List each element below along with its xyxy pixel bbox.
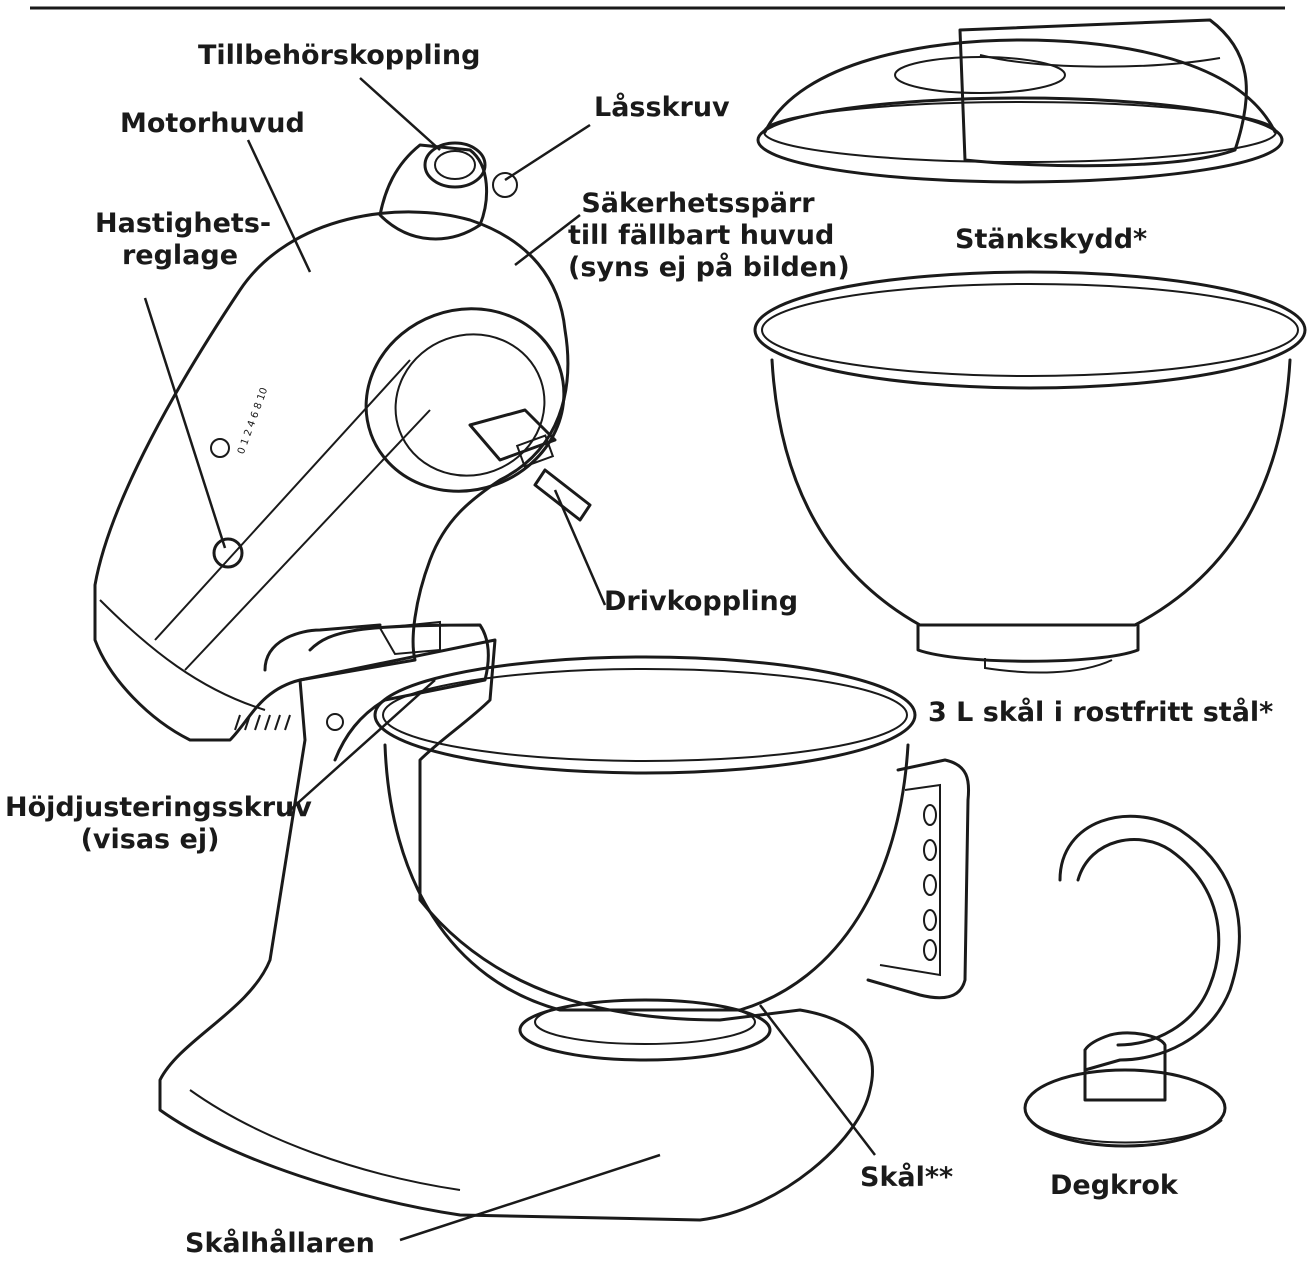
label-bowl-holder: Skålhållaren	[185, 1228, 375, 1259]
label-head-lock-line1: Säkerhetsspärr	[581, 188, 815, 219]
label-splash-guard: Stänkskydd*	[955, 224, 1148, 255]
splash-guard-drawing	[756, 18, 1284, 184]
label-drive-hub: Drivkoppling	[604, 586, 799, 617]
steel-bowl-drawing	[753, 270, 1307, 674]
label-height-screw-line2: (visas ej)	[80, 824, 220, 855]
label-bowl: Skål**	[860, 1162, 954, 1193]
label-locking-screw: Låsskruv	[594, 92, 730, 123]
label-head-lock: Säkerhetsspärr till fällbart huvud (syns…	[568, 188, 850, 284]
label-head-lock-line3: (syns ej på bilden)	[568, 252, 850, 283]
label-steel-bowl: 3 L skål i rostfritt stål*	[928, 697, 1274, 728]
label-height-screw: Höjdjusteringsskruv (visas ej)	[5, 792, 312, 856]
label-speed-control-line1: Hastighets-	[95, 208, 272, 239]
label-accessory-hub: Tillbehörskoppling	[198, 40, 481, 71]
label-dough-hook: Degkrok	[1050, 1170, 1178, 1201]
label-speed-control: Hastighets- reglage	[95, 208, 272, 272]
dough-hook-drawing	[1023, 814, 1241, 1148]
label-head-lock-line2: till fällbart huvud	[568, 220, 835, 251]
leader-lines	[143, 77, 876, 1242]
label-motor-head: Motorhuvud	[120, 108, 305, 139]
label-height-screw-line1: Höjdjusteringsskruv	[5, 792, 312, 823]
label-speed-control-line2: reglage	[121, 240, 239, 271]
stand-mixer-drawing	[93, 141, 971, 1222]
